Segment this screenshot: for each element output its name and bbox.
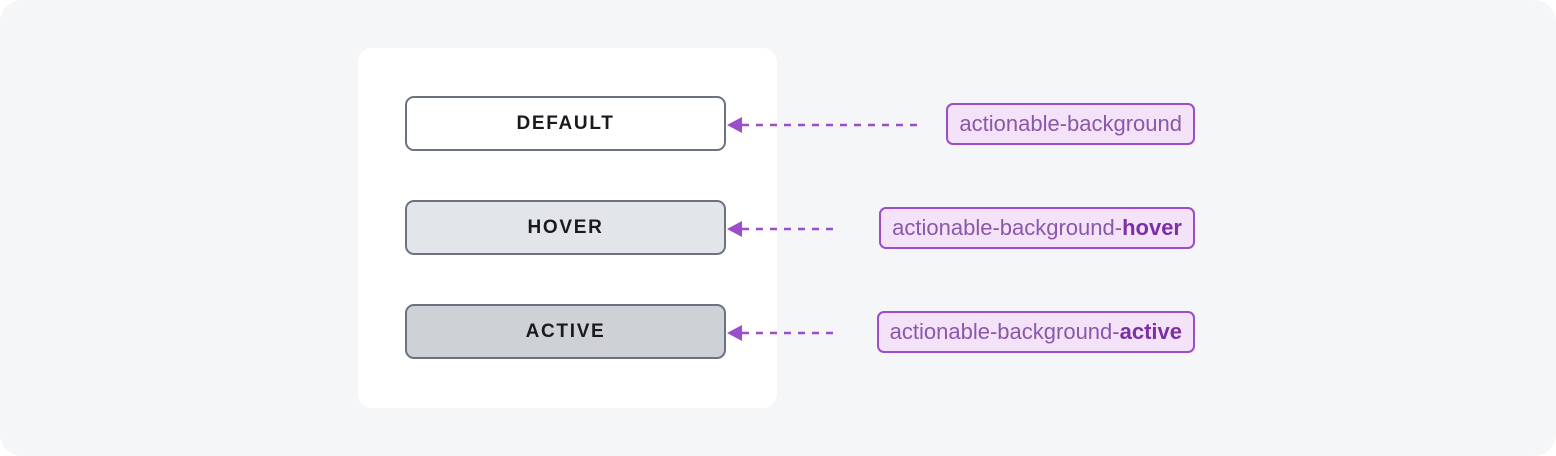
button-state-hover-label: HOVER bbox=[527, 216, 604, 238]
token-label-active-base: actionable-background- bbox=[889, 319, 1120, 344]
token-label-actionable-background-hover: actionable-background-hover bbox=[879, 207, 1195, 249]
button-states-card: DEFAULT HOVER ACTIVE bbox=[358, 48, 777, 408]
button-state-active[interactable]: ACTIVE bbox=[405, 304, 726, 359]
token-label-hover-suffix: hover bbox=[1122, 215, 1182, 240]
token-label-default-base: actionable-background bbox=[959, 111, 1182, 136]
token-label-actionable-background-active: actionable-background-active bbox=[876, 311, 1195, 353]
token-label-actionable-background: actionable-background bbox=[946, 103, 1195, 145]
button-state-default-label: DEFAULT bbox=[516, 112, 615, 134]
token-label-hover-base: actionable-background- bbox=[892, 215, 1123, 240]
button-state-hover[interactable]: HOVER bbox=[405, 200, 726, 255]
button-state-default[interactable]: DEFAULT bbox=[405, 96, 726, 151]
token-label-active-suffix: active bbox=[1119, 319, 1182, 344]
button-state-active-label: ACTIVE bbox=[525, 320, 606, 342]
